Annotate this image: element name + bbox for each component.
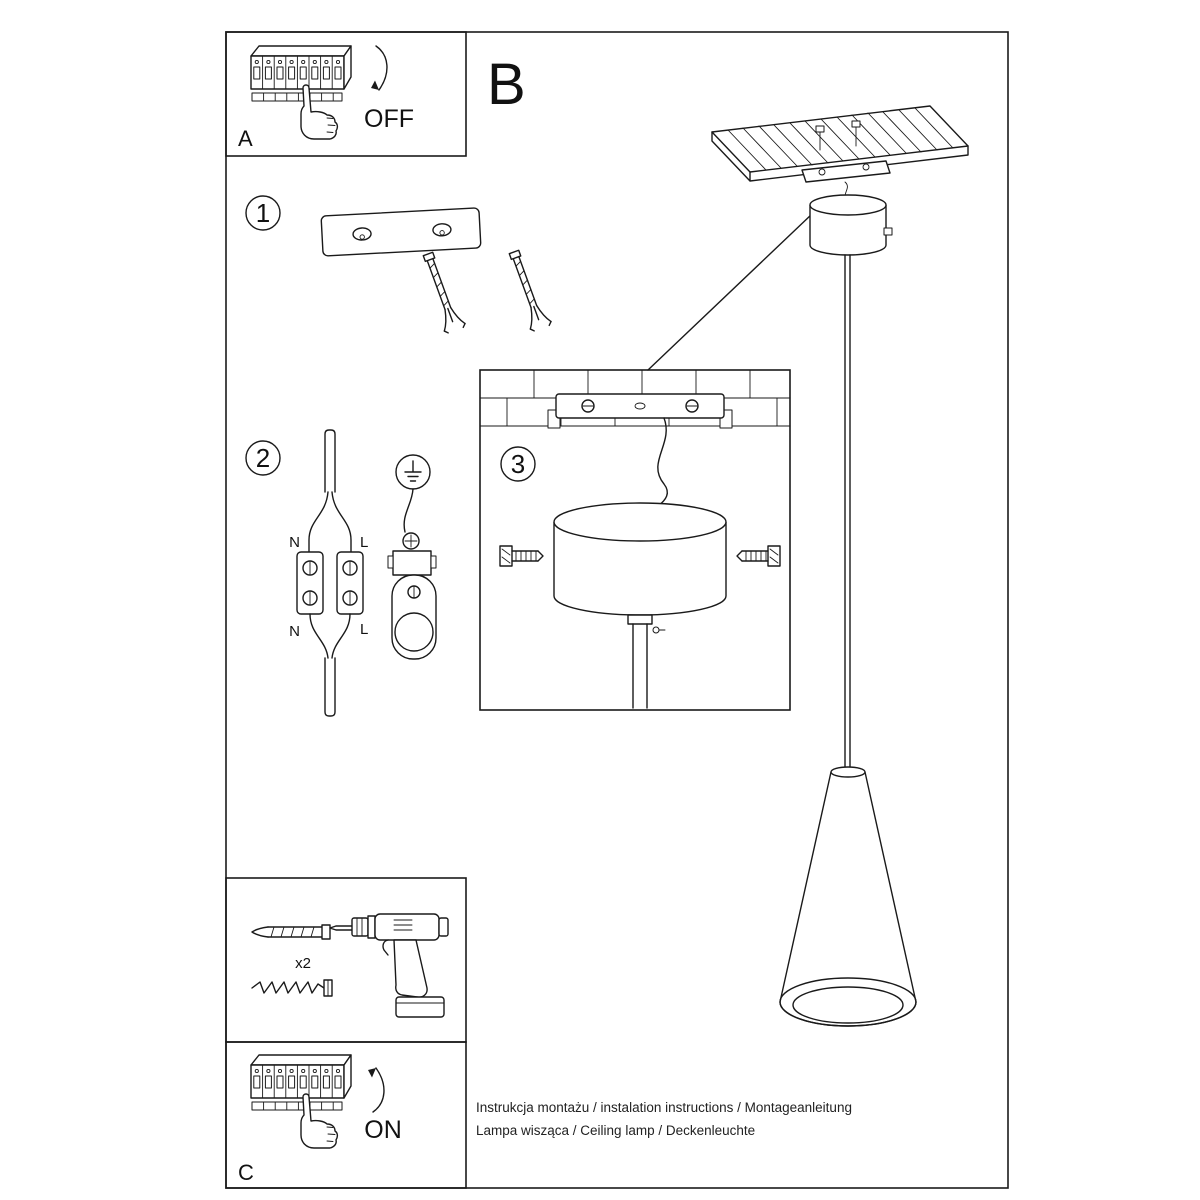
step-3-number: 3 — [511, 449, 525, 479]
breaker-panel-icon — [250, 1054, 352, 1111]
ceiling-plate-drawing — [320, 207, 482, 257]
earth-wire — [403, 488, 414, 533]
l-label-bottom: L — [360, 621, 368, 638]
cone-shade-drawing — [779, 766, 917, 1027]
panel-a-label: A — [238, 126, 253, 151]
cable-bottom — [324, 657, 336, 717]
wall-anchor-icon — [251, 924, 331, 940]
panel-a-switch-off: OFF A — [225, 31, 467, 157]
step-3-canopy-detail: 3 — [479, 369, 791, 711]
wire-n-top — [308, 491, 329, 553]
step-2-badge — [245, 440, 281, 476]
switch-off-arrow-icon — [371, 45, 388, 91]
off-label: OFF — [364, 105, 414, 133]
fixing-screw-icon — [499, 545, 544, 567]
switch-on-arrow-icon — [368, 1067, 385, 1113]
pendant-lamp-illustration — [647, 105, 969, 1027]
suspension-cable — [844, 254, 851, 773]
panel-c-switch-on: ON C — [225, 1041, 467, 1189]
lamp-canopy-drawing — [809, 194, 893, 256]
section-b-label: B — [487, 52, 526, 117]
detail-leader-line — [647, 213, 813, 371]
sheet-border — [225, 31, 1009, 1189]
drill-icon — [329, 913, 449, 1018]
fixing-screw-icon — [736, 545, 781, 567]
wall-anchor-icon — [502, 247, 553, 333]
on-label: ON — [364, 1116, 402, 1144]
panel-c-label: C — [238, 1160, 254, 1185]
terminal-block-icon — [296, 551, 364, 615]
n-label-bottom: N — [289, 623, 300, 640]
step-1-badge — [245, 195, 281, 231]
step-2-number: 2 — [256, 443, 270, 473]
step-2-wiring: 2 N L N L — [245, 429, 437, 717]
l-label-top: L — [360, 534, 368, 551]
step-1-number: 1 — [256, 198, 270, 228]
earth-symbol-icon — [395, 454, 431, 490]
ceiling-plank-drawing — [711, 105, 969, 182]
canopy-drawing — [553, 502, 727, 709]
mounting-bracket-drawing — [547, 393, 733, 429]
step-1-mounting-plate: 1 — [245, 195, 553, 335]
panel-a-box — [225, 31, 467, 157]
slack-wire-drawing — [657, 417, 668, 507]
wire-l-top — [331, 491, 352, 553]
footer-line-2: Lampa wisząca / Ceiling lamp / Deckenleu… — [476, 1123, 755, 1138]
footer-line-1: Instrukcja montażu / instalation instruc… — [476, 1100, 852, 1115]
lamp-bracket-drawing — [801, 160, 891, 183]
wire-l-bottom — [331, 613, 351, 659]
screw-icon — [251, 979, 333, 997]
tools-panel: x2 — [225, 877, 467, 1043]
breaker-panel-icon — [250, 45, 352, 102]
step-3-badge — [500, 446, 536, 482]
cable-top — [324, 429, 336, 493]
wall-anchor-icon — [416, 249, 467, 335]
step-3-box — [479, 369, 791, 711]
wire-n-bottom — [309, 613, 329, 659]
cable-grip-icon — [387, 532, 437, 660]
footer-captions: Instrukcja montażu / instalation instruc… — [476, 1100, 852, 1138]
anchor-count-label: x2 — [295, 955, 311, 972]
n-label-top: N — [289, 534, 300, 551]
panel-c-box — [225, 1041, 467, 1189]
